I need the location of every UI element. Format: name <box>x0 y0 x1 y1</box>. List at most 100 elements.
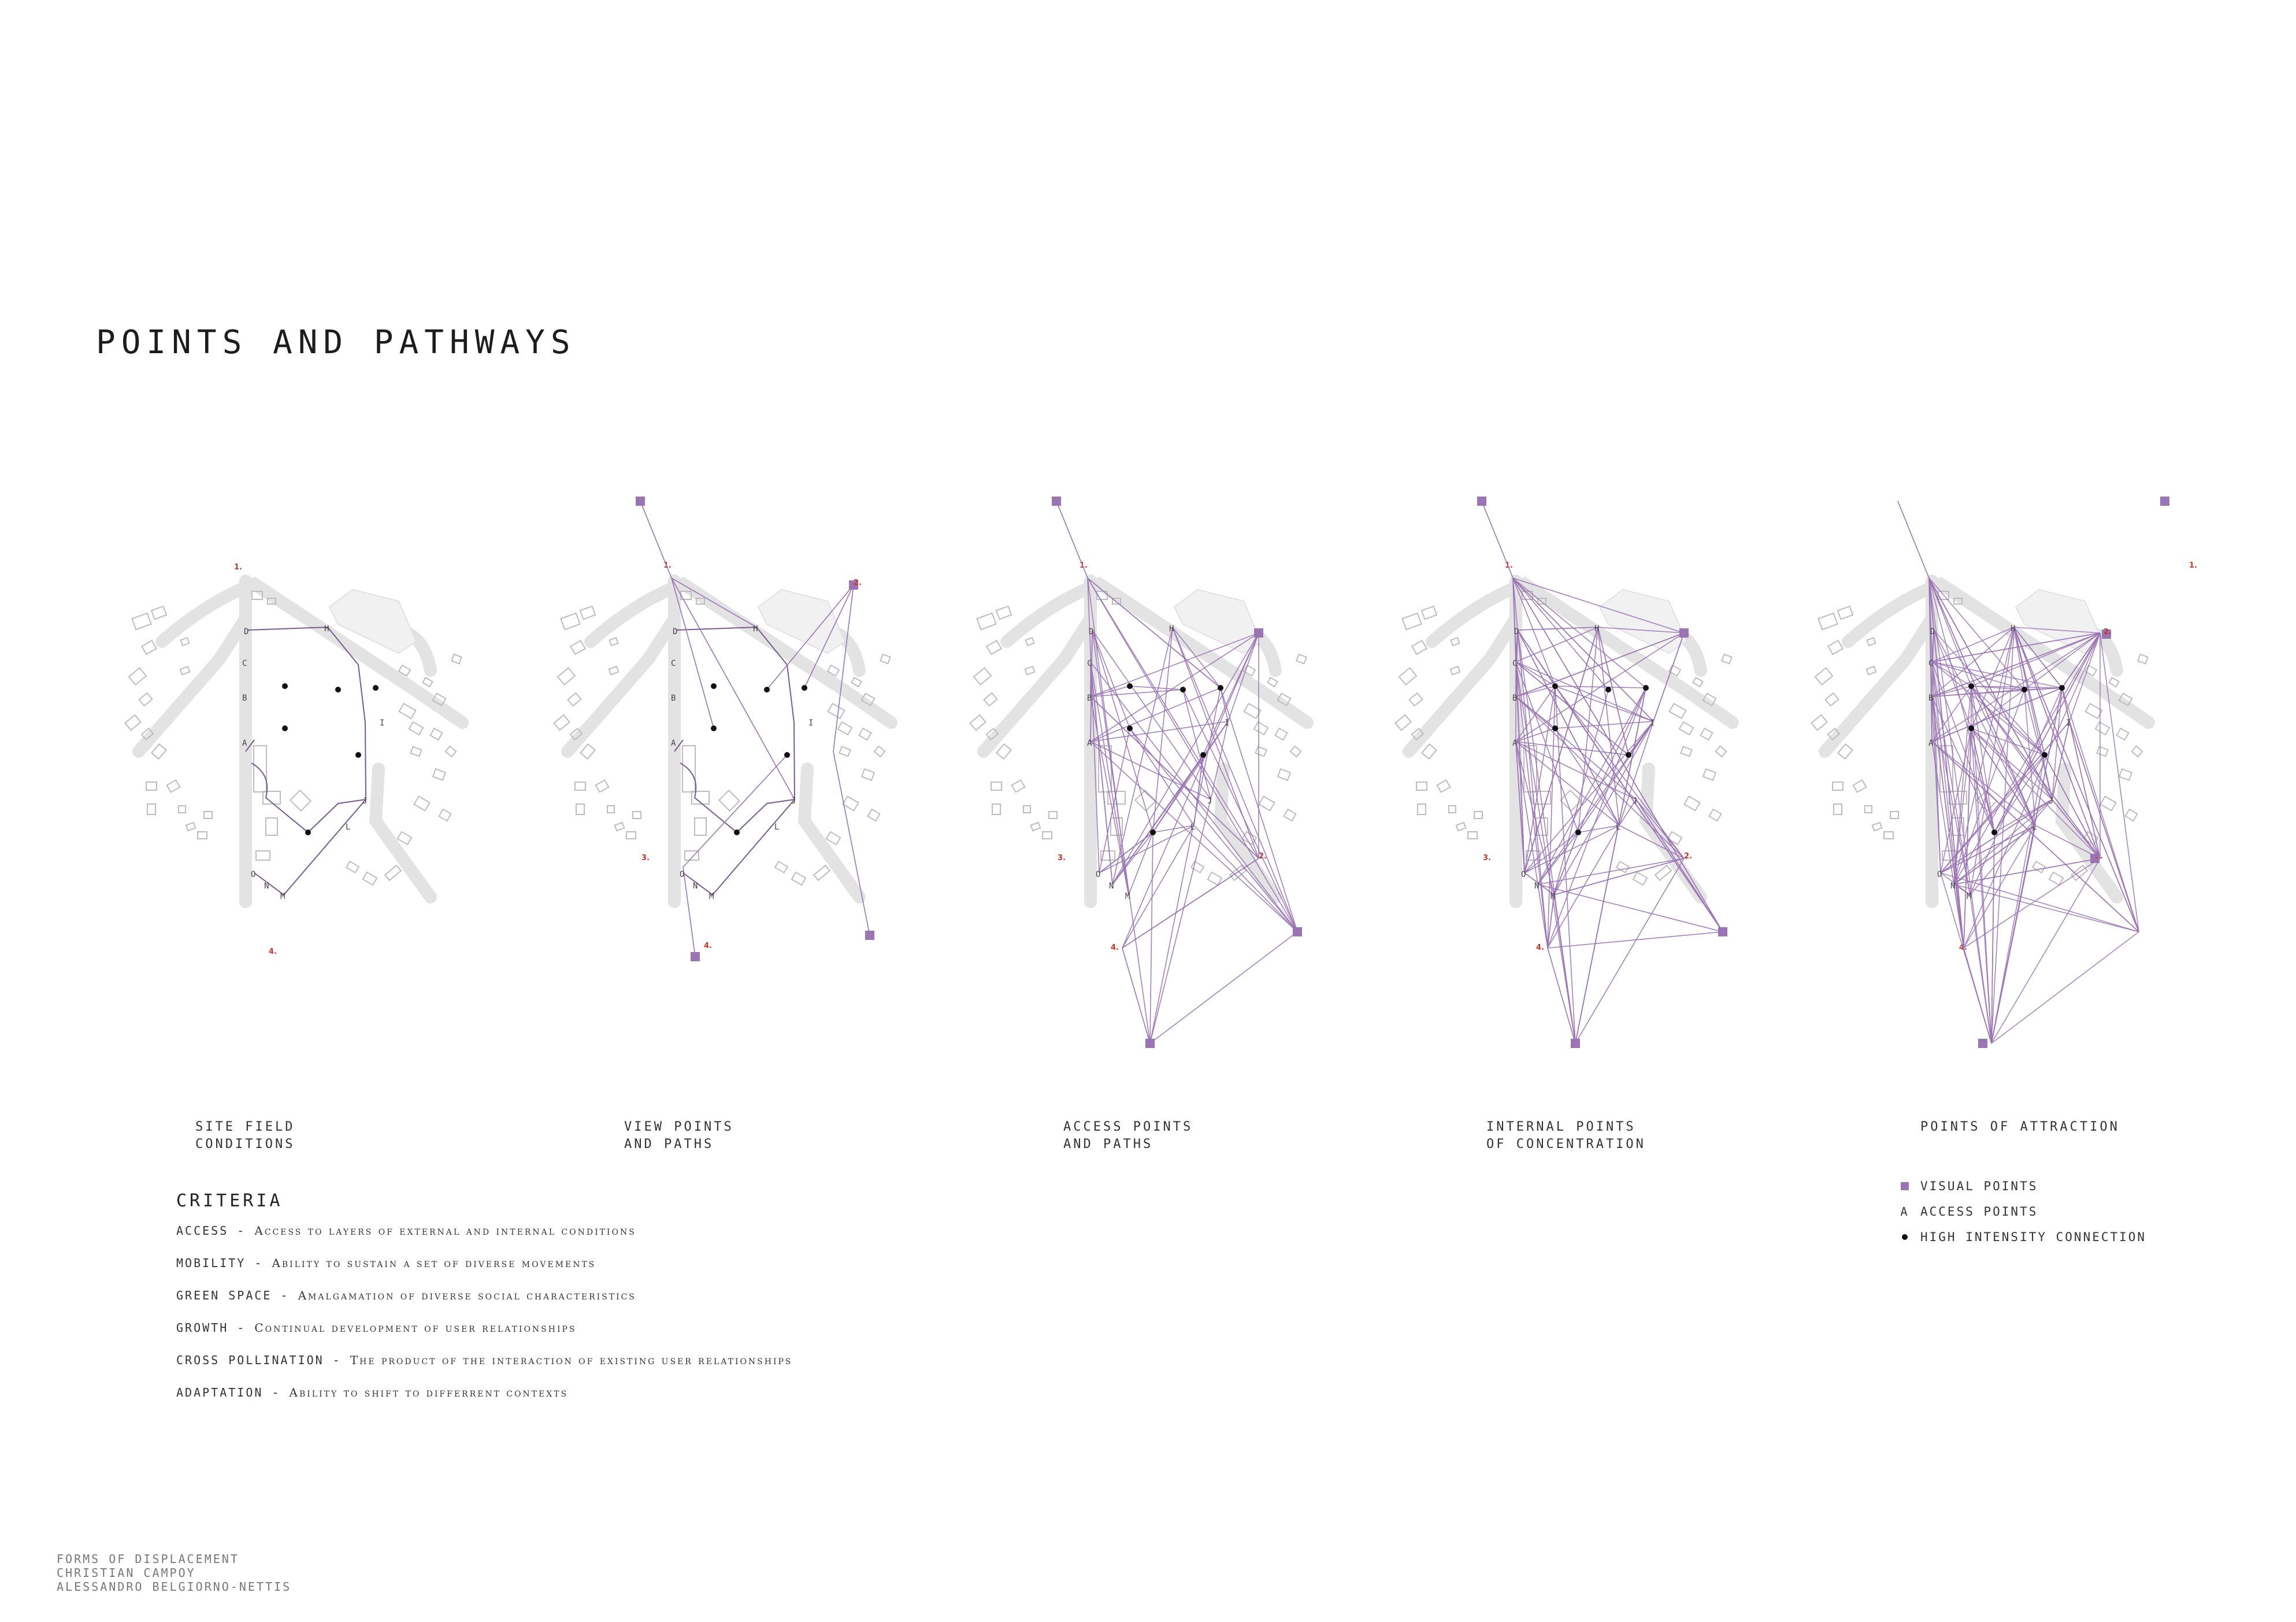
caption-line: VIEW POINTS <box>624 1120 734 1134</box>
view-point-number: 3. <box>641 854 650 862</box>
criteria-item: ACCESS - Access to layers of external an… <box>176 1224 636 1238</box>
criteria-term: GREEN SPACE <box>176 1288 272 1302</box>
view-point-number: 2. <box>1684 852 1692 861</box>
access-point-label: M <box>1551 892 1555 901</box>
criteria-term: ADAPTATION <box>176 1386 264 1399</box>
criteria-desc: Access to layers of external and interna… <box>254 1224 636 1238</box>
criteria-term: ACCESS <box>176 1224 229 1238</box>
access-point-label: L <box>346 823 350 832</box>
high-intensity-dot <box>734 829 740 835</box>
high-intensity-dot <box>1150 829 1156 835</box>
view-point-number: 4. <box>269 947 277 956</box>
legend-visual-points: VISUAL POINTS <box>1898 1173 2146 1199</box>
access-point-label: C <box>1087 659 1092 668</box>
high-intensity-dot <box>1991 829 1997 835</box>
legend-label: VISUAL POINTS <box>1920 1179 2038 1193</box>
legend-label: HIGH INTENSITY CONNECTION <box>1920 1230 2147 1244</box>
criteria-item: GROWTH - Continual development of user r… <box>176 1321 577 1335</box>
access-point-label: B <box>1512 694 1517 703</box>
caption-site-field: SITE FIELD CONDITIONS <box>195 1119 295 1153</box>
criteria-item: CROSS POLLINATION - The product of the i… <box>176 1353 793 1367</box>
high-intensity-dot <box>2059 685 2065 691</box>
access-point-label: A <box>1928 739 1934 748</box>
high-intensity-dot <box>764 687 770 693</box>
access-point-label: B <box>1087 694 1092 703</box>
high-intensity-dot <box>1180 687 1186 693</box>
access-point-label: N <box>264 882 269 891</box>
view-point-number: 3. <box>1483 854 1491 862</box>
high-intensity-dot <box>282 725 288 731</box>
access-point-label: I <box>380 719 384 728</box>
caption-line: CONDITIONS <box>195 1137 295 1151</box>
criteria-item: GREEN SPACE - Amalgamation of diverse so… <box>176 1288 636 1302</box>
criteria-term: GROWTH <box>176 1321 229 1335</box>
criteria-desc: Amalgamation of diverse social character… <box>298 1288 636 1302</box>
high-intensity-dot <box>1968 725 1974 731</box>
access-point-label: H <box>1594 624 1599 634</box>
criteria-term: MOBILITY <box>176 1256 246 1270</box>
access-point-label: H <box>753 624 758 634</box>
criteria-heading: CRITERIA <box>176 1191 283 1211</box>
access-point-label: I <box>2066 719 2071 728</box>
access-point-label: L <box>774 823 779 832</box>
high-intensity-dot <box>1968 683 1974 689</box>
access-point-label: J <box>362 797 367 806</box>
access-letter-icon: A <box>1900 1205 1909 1219</box>
caption-line: POINTS OF ATTRACTION <box>1920 1120 2120 1134</box>
view-point-number: 4. <box>704 942 712 950</box>
access-point-label: D <box>1514 627 1519 636</box>
view-point-number: 4. <box>1111 943 1119 952</box>
legend: VISUAL POINTS A ACCESS POINTS HIGH INTEN… <box>1898 1173 2146 1250</box>
legend-access-points: A ACCESS POINTS <box>1898 1199 2146 1224</box>
high-intensity-dot <box>282 683 288 689</box>
caption-line: SITE FIELD <box>195 1120 295 1134</box>
access-point-label: J <box>1633 797 1637 806</box>
high-intensity-dot-icon <box>1902 1234 1908 1240</box>
access-point-label: O <box>251 870 255 879</box>
high-intensity-dot <box>305 829 311 835</box>
view-point-number: 1. <box>234 563 242 572</box>
access-point-label: A <box>1087 739 1092 748</box>
access-point-label: B <box>671 694 676 703</box>
access-point-label: J <box>791 797 796 806</box>
access-point-label: D <box>1930 627 1935 636</box>
access-point-label: D <box>1089 627 1093 636</box>
high-intensity-dot <box>1552 725 1558 731</box>
caption-line: ACCESS POINTS <box>1063 1120 1193 1134</box>
access-point-label: A <box>1512 739 1518 748</box>
criteria-desc: Ability to shift to differrent contexts <box>289 1386 569 1399</box>
view-point-number: 1. <box>2189 561 2197 570</box>
caption-view-points: VIEW POINTS AND PATHS <box>624 1119 734 1153</box>
access-point-label: O <box>1096 870 1100 879</box>
high-intensity-dot <box>711 683 717 689</box>
access-point-label: O <box>1521 870 1526 879</box>
access-point-label: C <box>1512 659 1517 668</box>
access-point-label: M <box>1967 892 1971 901</box>
criteria-item: ADAPTATION - Ability to shift to differr… <box>176 1386 569 1399</box>
high-intensity-dot <box>1200 752 1206 758</box>
criteria-desc: The product of the interaction of existi… <box>350 1353 793 1367</box>
view-point-number: 2. <box>2104 628 2112 636</box>
access-point-label: H <box>2011 624 2015 634</box>
credit-line: CHRISTIAN CAMPOY <box>57 1566 196 1580</box>
high-intensity-dot <box>355 752 361 758</box>
caption-line: OF CONCENTRATION <box>1486 1137 1646 1151</box>
access-point-label: C <box>242 659 247 668</box>
credit-line: ALESSANDRO BELGIORNO-NETTIS <box>57 1580 292 1594</box>
caption-internal-points: INTERNAL POINTS OF CONCENTRATION <box>1486 1119 1646 1153</box>
high-intensity-dot <box>802 685 807 691</box>
legend-high-intensity: HIGH INTENSITY CONNECTION <box>1898 1224 2146 1250</box>
access-point-label: N <box>1534 882 1539 891</box>
visual-point-swatch-icon <box>1901 1182 1909 1190</box>
access-point-label: A <box>242 739 247 748</box>
view-point-number: 3. <box>1058 854 1066 862</box>
caption-access-points: ACCESS POINTS AND PATHS <box>1063 1119 1193 1153</box>
access-point-label: M <box>1125 892 1130 901</box>
criteria-term: CROSS POLLINATION <box>176 1353 324 1367</box>
criteria-desc: Ability to sustain a set of diverse move… <box>272 1256 596 1270</box>
access-point-label: L <box>1616 823 1620 832</box>
access-point-label: C <box>1928 659 1933 668</box>
